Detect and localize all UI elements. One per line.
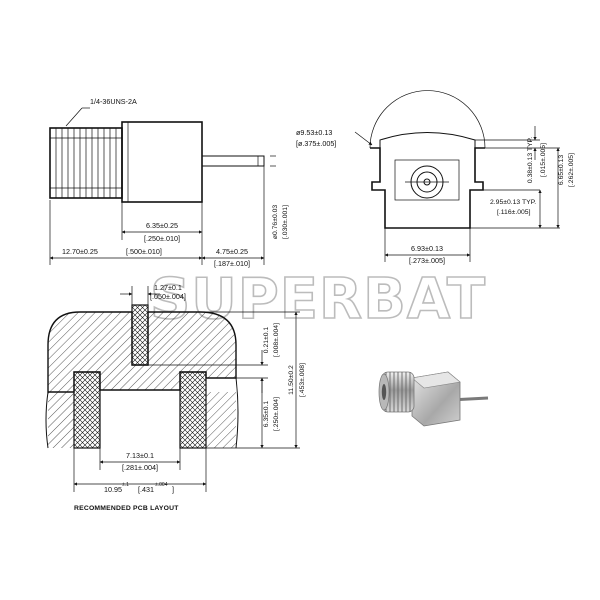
pcb-inner-w-in: [.281±.004] [122, 463, 158, 472]
front-width-in: [.273±.005] [409, 256, 445, 265]
pcb-pad-h-mm: 6.35±0.1 [263, 401, 270, 428]
front-step-mm: 2.95±0.13 TYP. [490, 199, 536, 206]
pcb-total-h-in: [.453±.008] [299, 363, 306, 397]
connector-render [378, 371, 489, 427]
front-offset-mm: 0.38±0.13 TYP. [527, 137, 534, 183]
pcb-pad-h-in: [.250±.004] [273, 397, 280, 431]
pcb-outer-w-tol-in: ±.004 [155, 482, 168, 488]
dim-body-mm: 6.35±0.25 [146, 221, 178, 230]
front-step-in: [.116±.005] [497, 209, 531, 216]
dim-total-mm: 12.70±0.25 [62, 247, 98, 256]
front-offset-in: [.015±.005] [540, 143, 547, 177]
dim-pin-dia-mm: ø0.76±0.03 [272, 205, 279, 240]
pcb-layout: 1.27±0.1 [.050±.004] 0.21±0.1 [.008±.004… [45, 283, 306, 512]
front-height-mm: 6.65±0.13 [558, 155, 565, 185]
connector-body [121, 121, 203, 203]
dim-total-in: [.500±.010] [126, 247, 162, 256]
pcb-outer-w-in: [.431 [138, 485, 154, 494]
front-height-in: [.262±.005] [568, 153, 575, 187]
ground-pad-right [179, 371, 207, 449]
thread-lines [50, 128, 122, 198]
side-view: 1/4-36UNS-2A 6.35±0.25 [.250±.010] 12.70… [49, 97, 289, 268]
dim-pin-in: [.187±.010] [214, 259, 250, 268]
pcb-slot-mm: 1.27±0.1 [154, 283, 182, 292]
pcb-gap-in: [.008±.004] [273, 323, 280, 357]
center-pad [131, 304, 149, 366]
front-width-mm: 6.93±0.13 [411, 244, 443, 253]
pcb-outer-w-close: ] [172, 485, 174, 494]
front-dia-mm: ø9.53±0.13 [296, 128, 332, 137]
pcb-outer-w-mm: 10.95 [104, 485, 122, 494]
pcb-caption: RECOMMENDED PCB LAYOUT [74, 505, 179, 512]
ground-pad-left [73, 371, 101, 449]
pcb-gap-mm: 0.21±0.1 [263, 327, 270, 354]
dim-pin-dia-in: [.030±.001] [282, 205, 289, 239]
connector-pin [201, 155, 265, 167]
dim-body-in: [.250±.010] [144, 234, 180, 243]
pcb-total-h-mm: 11.50±0.2 [288, 365, 295, 395]
pcb-inner-w-mm: 7.13±0.1 [126, 451, 154, 460]
front-view: ø9.53±0.13 [ø.375±.005] 0.38±0.13 TYP. [… [296, 90, 575, 265]
thread-label: 1/4-36UNS-2A [90, 97, 137, 106]
dim-pin-mm: 4.75±0.25 [216, 247, 248, 256]
front-dia-in: [ø.375±.005] [296, 139, 336, 148]
pcb-slot-in: [.050±.004] [150, 292, 186, 301]
pcb-outer-w-tol-mm: ±.1 [122, 482, 129, 488]
